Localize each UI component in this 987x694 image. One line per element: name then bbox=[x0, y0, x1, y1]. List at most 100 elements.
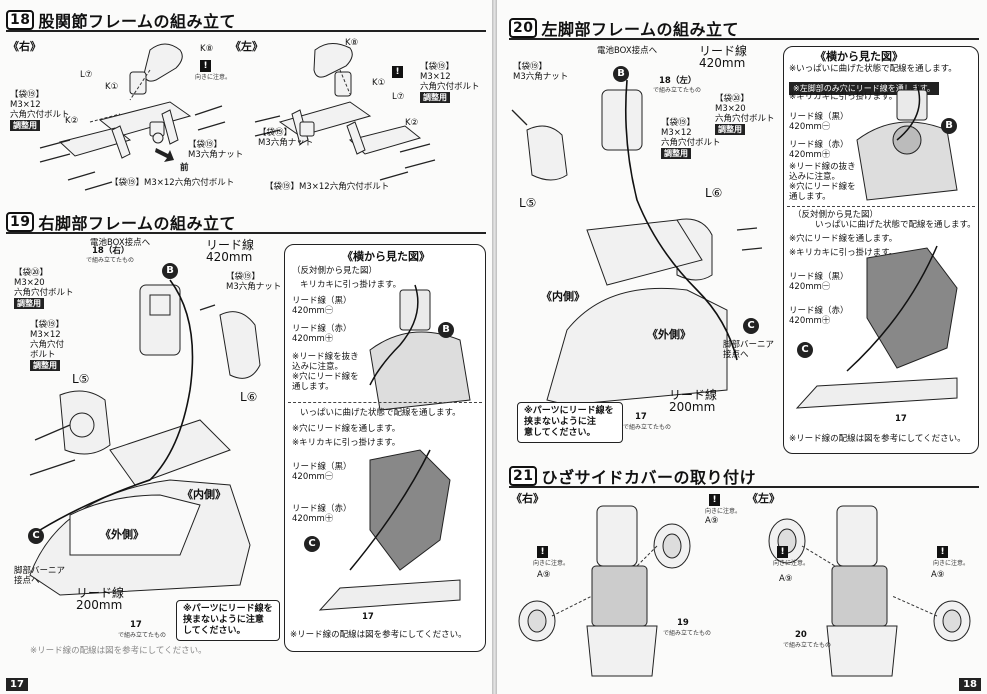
s19-m320b: 六角穴付ボルト bbox=[14, 288, 74, 298]
s21-part19: 19 bbox=[677, 618, 689, 628]
s18-bolt-bottom: 【袋⑲】M3×12六角穴付ボルト bbox=[110, 178, 234, 188]
s18-l-k2: K② bbox=[405, 118, 419, 128]
s20-m320b: 六角穴付ボルト bbox=[715, 114, 775, 124]
s19-diagram bbox=[29, 279, 261, 596]
s20-sv-black-len: 420mm㊀ bbox=[789, 122, 831, 132]
section-19-number: 19 bbox=[6, 212, 35, 232]
s20-note-l1: ※パーツにリード線を bbox=[524, 406, 614, 416]
s19-outer: 《外側》 bbox=[100, 528, 144, 541]
s19-bag19: 【袋⑲】 bbox=[30, 320, 65, 330]
s19-sv-hook: キリカキに引っ掛けます。 bbox=[300, 280, 402, 290]
s18-right-diagram bbox=[39, 43, 226, 191]
s20-l5: L⑤ bbox=[519, 196, 537, 210]
s19-battery: 電池BOX接点へ bbox=[90, 238, 151, 248]
s18-bolt: M3×12 bbox=[10, 100, 41, 110]
s19-vernier-group: 脚部バーニア 接点へ bbox=[14, 566, 65, 586]
s20-sv-thread-group: ※リード線の抜き 込みに注意。 ※穴にリード線を 通します。 bbox=[789, 162, 856, 202]
section-21-number: 21 bbox=[509, 466, 538, 486]
s20-sv-hook-b: ※キリカキに引っ掛けます。 bbox=[789, 248, 898, 258]
s20-connector-b-icon: B bbox=[613, 66, 629, 82]
s20-note-box: ※パーツにリード線を 挟まないように注 意してください。 bbox=[517, 402, 623, 443]
s19-nut-group: 【袋⑲】 M3六角ナット bbox=[226, 272, 281, 292]
s20-inner: 《内側》 bbox=[541, 290, 585, 303]
s21-r-caution-icon-a: ! bbox=[537, 546, 548, 558]
s19-bag20-group: 【袋⑳】 M3×20 六角穴付ボルト 調整用 bbox=[14, 268, 74, 309]
s21-right-diagram bbox=[518, 505, 691, 677]
s18-l-bolt-bottom-text: M3×12六角穴付ボルト bbox=[299, 182, 390, 192]
section-20-heading: 左脚部フレームの組み立て bbox=[541, 20, 740, 39]
s20-sv-opp: （反対側から見た図） bbox=[793, 210, 879, 220]
s20-adjust-badge: 調整用 bbox=[715, 124, 745, 135]
s18-front-label: 前 bbox=[180, 163, 189, 173]
s19-sv-title: 《横から見た図》 bbox=[342, 250, 430, 263]
s18-l-bolt2: 六角穴付ボルト bbox=[420, 82, 480, 92]
s19-m312: M3×12 bbox=[30, 330, 61, 340]
s21-r-caution-icon-b: ! bbox=[709, 494, 720, 506]
s21-right-label: 《右》 bbox=[511, 492, 544, 505]
s19-sv-red-b-group: リード線（赤） 420mm㊉ bbox=[292, 504, 352, 524]
s18-l-caution-icon: ! bbox=[392, 66, 403, 78]
s19-sv-b-icon: B bbox=[438, 322, 454, 338]
s19-sv-bend-b: いっぱいに曲げた状態で配線を通します。 bbox=[300, 408, 461, 418]
s19-sv-divider bbox=[288, 402, 482, 403]
s20-lead2-len: 200mm bbox=[669, 400, 716, 414]
s20-m320: M3×20 bbox=[715, 104, 746, 114]
s21-part19-sub: で組み立てたもの bbox=[663, 630, 712, 637]
s19-nut: M3六角ナット bbox=[226, 282, 282, 292]
s18-left-diagram bbox=[254, 43, 436, 181]
s20-sv-hook: ※キリカキに引っ掛けます。 bbox=[789, 92, 898, 102]
s18-l-adjust-badge: 調整用 bbox=[420, 92, 450, 103]
s19-sv-red-b: リード線（赤） bbox=[292, 504, 352, 514]
s18-l-k8: K⑧ bbox=[345, 38, 359, 48]
s19-bag20: 【袋⑳】 bbox=[14, 268, 49, 278]
s19-sv-black-b-len: 420mm㊀ bbox=[292, 472, 334, 482]
s20-sv-black-b-len: 420mm㊀ bbox=[789, 282, 831, 292]
section-20-title: 20 左脚部フレームの組み立て bbox=[509, 16, 739, 40]
section-21-rule bbox=[509, 486, 979, 488]
s18-r-k1: K① bbox=[105, 82, 119, 92]
section-20-rule bbox=[509, 38, 979, 40]
s19-sv-red-b-len: 420mm㊉ bbox=[292, 514, 334, 524]
s20-sv-red-b: リード線（赤） bbox=[789, 306, 849, 316]
s19-sv-hole1: ※穴にリード線を bbox=[292, 372, 359, 382]
right-page-number: 18 bbox=[959, 678, 981, 691]
s20-sv-black: リード線（黒） bbox=[789, 112, 849, 122]
s18-l-bolt-bottom: 【袋⑲】M3×12六角穴付ボルト bbox=[265, 182, 389, 192]
s20-vernier2: 接点へ bbox=[723, 350, 749, 360]
s20-note-l3: 意してください。 bbox=[524, 428, 596, 438]
s20-sv-hole1: ※穴にリード線を bbox=[789, 182, 856, 192]
s19-l6: L⑥ bbox=[240, 390, 258, 404]
s18-l-nut-group: 【袋⑲】 M3六角ナット bbox=[258, 128, 313, 148]
s20-part17: 17 bbox=[635, 412, 647, 422]
s18-right-label: 《右》 bbox=[8, 40, 41, 53]
s20-sv-hole2: 通します。 bbox=[789, 192, 831, 202]
s19-m320: M3×20 bbox=[14, 278, 45, 288]
s19-sv-red: リード線（赤） bbox=[292, 324, 352, 334]
connector-b-icon: B bbox=[162, 263, 178, 279]
s18-bag: 【袋⑲】 bbox=[10, 90, 45, 100]
s18-l-nut-bag: 【袋⑲】 bbox=[258, 128, 293, 138]
s20-battery: 電池BOX接点へ bbox=[597, 46, 658, 56]
s19-lead: リード線 bbox=[206, 238, 255, 252]
s20-m312: M3×12 bbox=[661, 128, 692, 138]
s18-bolt-bottom-text: M3×12六角穴付ボルト bbox=[144, 178, 235, 188]
section-18-rule bbox=[6, 30, 486, 32]
s19-hex1: 六角穴付 bbox=[30, 340, 65, 350]
s21-r-caution-b: 向きに注意。 bbox=[705, 508, 742, 515]
s20-sv-black-b: リード線（黒） bbox=[789, 272, 849, 282]
s19-sv-black: リード線（黒） bbox=[292, 296, 352, 306]
s19-vernier: 脚部バーニア bbox=[14, 566, 66, 576]
s19-sv-red-len: 420mm㊉ bbox=[292, 334, 334, 344]
s20-sv-hole-b: ※穴にリード線を通します。 bbox=[789, 234, 898, 244]
s20-bag20-group: 【袋⑳】 M3×20 六角穴付ボルト 調整用 bbox=[715, 94, 775, 135]
s19-part17: 17 bbox=[130, 620, 142, 630]
s20-sv-bend-b: いっぱいに曲げた状態で配線を通します。 bbox=[815, 220, 976, 230]
s18-caution-icon: ! bbox=[200, 60, 211, 72]
s20-conn18: 18（左） bbox=[659, 76, 697, 86]
s18-caution-text: 向きに注意。 bbox=[195, 74, 232, 81]
s19-note-l3: してください。 bbox=[183, 626, 246, 636]
s20-nut-group: 【袋⑲】 M3六角ナット bbox=[513, 62, 568, 82]
s20-sv-bottom-note: ※リード線の配線は図を参考にしてください。 bbox=[789, 434, 966, 444]
s19-sv-black-group: リード線（黒） 420mm㊀ bbox=[292, 296, 352, 316]
s19-vernier2: 接点へ bbox=[14, 576, 40, 586]
